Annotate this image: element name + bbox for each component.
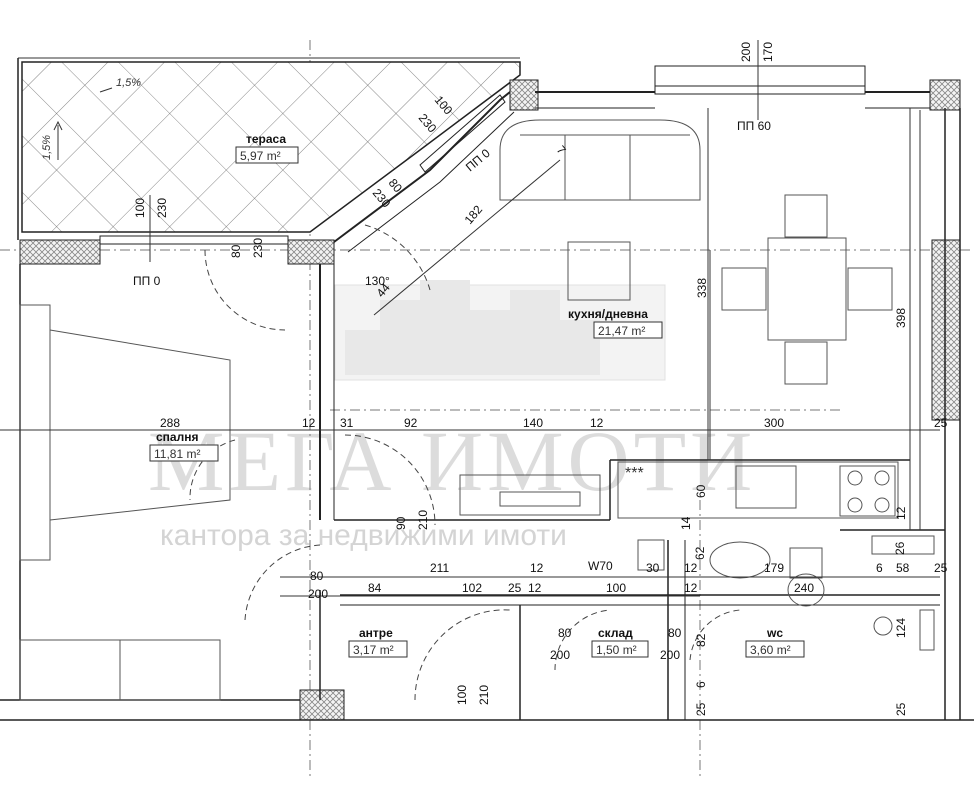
- dim-text: 25: [894, 702, 908, 716]
- dim-text: 200: [739, 42, 753, 62]
- dim-text: 170: [761, 42, 775, 62]
- dim-text: 100: [133, 198, 147, 218]
- room-area-terrace: 5,97 m²: [240, 149, 281, 163]
- dim-text: 6: [876, 561, 883, 575]
- room-name-storage: склад: [598, 626, 633, 640]
- dim-text: 26: [893, 541, 907, 555]
- dim-text: 80: [386, 176, 406, 195]
- watermark-brand: МЕГА ИМОТИ: [148, 413, 756, 509]
- dimension-lines: [0, 40, 940, 597]
- dim-text: 124: [894, 618, 908, 638]
- room-area-hall: 3,17 m²: [353, 643, 394, 657]
- dimension-texts: 200 170 100 230 80 230 100 230 80 230 7 …: [133, 42, 948, 716]
- dim-text: 12: [684, 561, 698, 575]
- dim-text: 210: [416, 510, 430, 530]
- dim-text: 338: [695, 278, 709, 298]
- label-angle: 130°: [365, 274, 390, 288]
- watermark: МЕГА ИМОТИ кантора за недвижими имоти: [148, 280, 756, 552]
- label-pp60: ПП 60: [737, 119, 771, 133]
- room-name-wc: wc: [766, 626, 783, 640]
- dim-text: 58: [896, 561, 910, 575]
- windows: [99, 65, 866, 245]
- dim-text: 62: [693, 546, 707, 560]
- dim-text: 80: [229, 244, 243, 258]
- door-swings: [189, 224, 741, 701]
- label-washer: W70: [588, 559, 613, 573]
- room-area-storage: 1,50 m²: [596, 643, 637, 657]
- watermark-tagline: кантора за недвижими имоти: [160, 519, 567, 552]
- dim-text: 12: [528, 581, 542, 595]
- dim-text: 82: [694, 633, 708, 647]
- dim-text: 80: [668, 626, 682, 640]
- dim-text: 80: [558, 626, 572, 640]
- dim-text: 210: [477, 685, 491, 705]
- dim-text: 200: [550, 648, 570, 662]
- dim-text: 7: [554, 143, 569, 157]
- dim-text: 6: [694, 681, 708, 688]
- room-name-bedroom: спалня: [156, 430, 198, 444]
- dim-text: 211: [430, 561, 449, 575]
- dim-text: 14: [679, 516, 693, 530]
- label-pp0-left: ПП 0: [133, 274, 161, 288]
- room-area-wc: 3,60 m²: [750, 643, 791, 657]
- dim-text: 230: [251, 238, 265, 258]
- dim-text: 100: [606, 581, 626, 595]
- dim-text: 200: [308, 587, 328, 601]
- dim-text: 12: [684, 581, 698, 595]
- dim-text: 288: [160, 416, 180, 430]
- dim-text: 25: [508, 581, 522, 595]
- dim-text: 200: [660, 648, 680, 662]
- dim-text: 84: [368, 581, 382, 595]
- dim-text: 182: [462, 202, 486, 227]
- dim-text: 92: [404, 416, 418, 430]
- dim-text: 25: [934, 416, 948, 430]
- dim-text: 102: [462, 581, 482, 595]
- dim-text: 179: [764, 561, 784, 575]
- label-pp0-terrace: ПП 0: [463, 146, 493, 174]
- room-labels: тераса 5,97 m² кухня/дневна 21,47 m² спа…: [149, 132, 805, 658]
- dim-text: 25: [934, 561, 948, 575]
- dim-text: 80: [310, 569, 324, 583]
- dim-text: 100: [455, 685, 469, 705]
- dim-text: 12: [302, 416, 316, 430]
- label-slope-b: 1,5%: [41, 135, 53, 160]
- dim-text: 230: [155, 198, 169, 218]
- room-area-bedroom: 11,81 m²: [154, 447, 200, 461]
- dim-text: 12: [530, 561, 544, 575]
- dim-text: 300: [764, 416, 784, 430]
- dim-text: 90: [394, 516, 408, 530]
- svg-text:***: ***: [625, 465, 644, 482]
- furniture: ***: [19, 119, 935, 701]
- dim-text: 12: [590, 416, 604, 430]
- room-name-hall: антре: [359, 626, 393, 640]
- dim-text: 30: [646, 561, 660, 575]
- room-name-terrace: тераса: [246, 132, 286, 146]
- room-area-kitchen: 21,47 m²: [598, 324, 645, 338]
- dim-text: 240: [794, 581, 814, 595]
- label-slope-a: 1,5%: [116, 77, 141, 89]
- dim-text: 60: [694, 484, 708, 498]
- dim-text: 140: [523, 416, 543, 430]
- dim-text: 31: [340, 416, 354, 430]
- dim-text: 25: [694, 702, 708, 716]
- dim-text: 398: [894, 308, 908, 328]
- dim-text: 12: [894, 506, 908, 520]
- room-name-kitchen: кухня/дневна: [568, 307, 648, 321]
- walls: [0, 79, 974, 721]
